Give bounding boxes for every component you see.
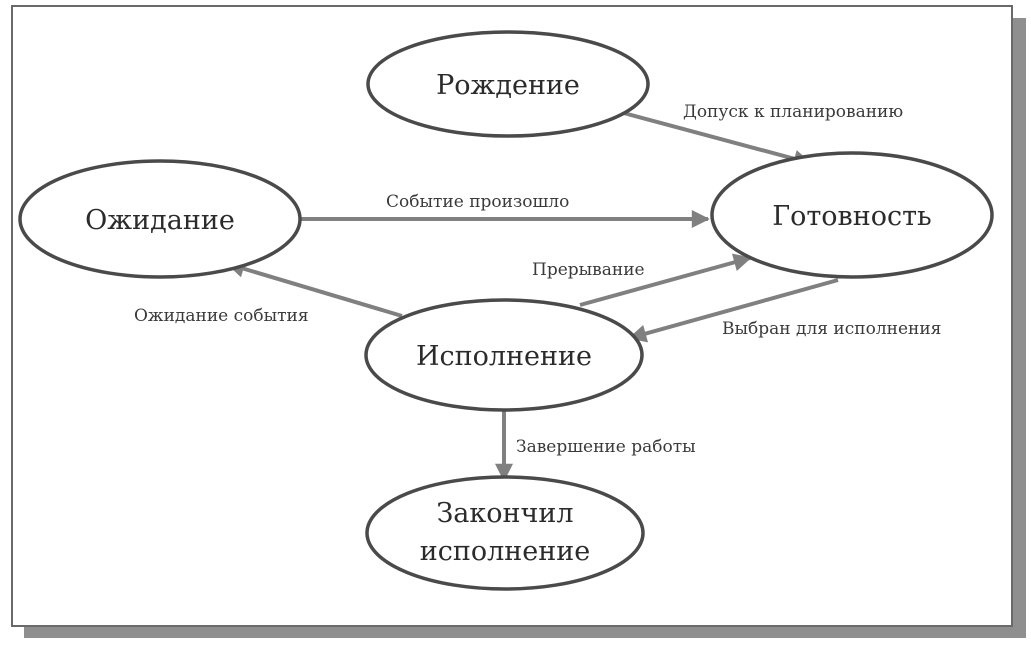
node-birth-label: Рождение bbox=[436, 70, 580, 101]
edge-ready-to-running bbox=[628, 278, 839, 343]
edge-running-to-waiting bbox=[226, 260, 403, 318]
edge-label-running-to-waiting: Ожидание события bbox=[134, 306, 309, 326]
node-finished: Закончил исполнение bbox=[365, 475, 645, 591]
edge-running-to-ready bbox=[579, 253, 752, 307]
node-finished-label-line2: исполнение bbox=[420, 536, 590, 567]
edge-birth-to-ready bbox=[619, 110, 812, 168]
edge-label-running-to-ready: Прерывание bbox=[532, 260, 645, 280]
node-ready: Готовность bbox=[710, 151, 994, 279]
edge-label-ready-to-running: Выбран для исполнения bbox=[722, 319, 941, 339]
node-running: Исполнение bbox=[364, 298, 644, 412]
node-birth: Рождение bbox=[366, 30, 650, 138]
node-waiting-label: Ожидание bbox=[85, 205, 235, 236]
node-ready-label: Готовность bbox=[772, 201, 932, 232]
edge-label-running-to-finished: Завершение работы bbox=[516, 437, 696, 457]
edge-label-birth-to-ready: Допуск к планированию bbox=[683, 102, 903, 122]
node-finished-label-line1: Закончил bbox=[436, 498, 573, 529]
node-running-label: Исполнение bbox=[416, 341, 592, 372]
node-waiting: Ожидание bbox=[18, 159, 302, 279]
edge-label-waiting-to-ready: Событие произошло bbox=[386, 192, 569, 212]
